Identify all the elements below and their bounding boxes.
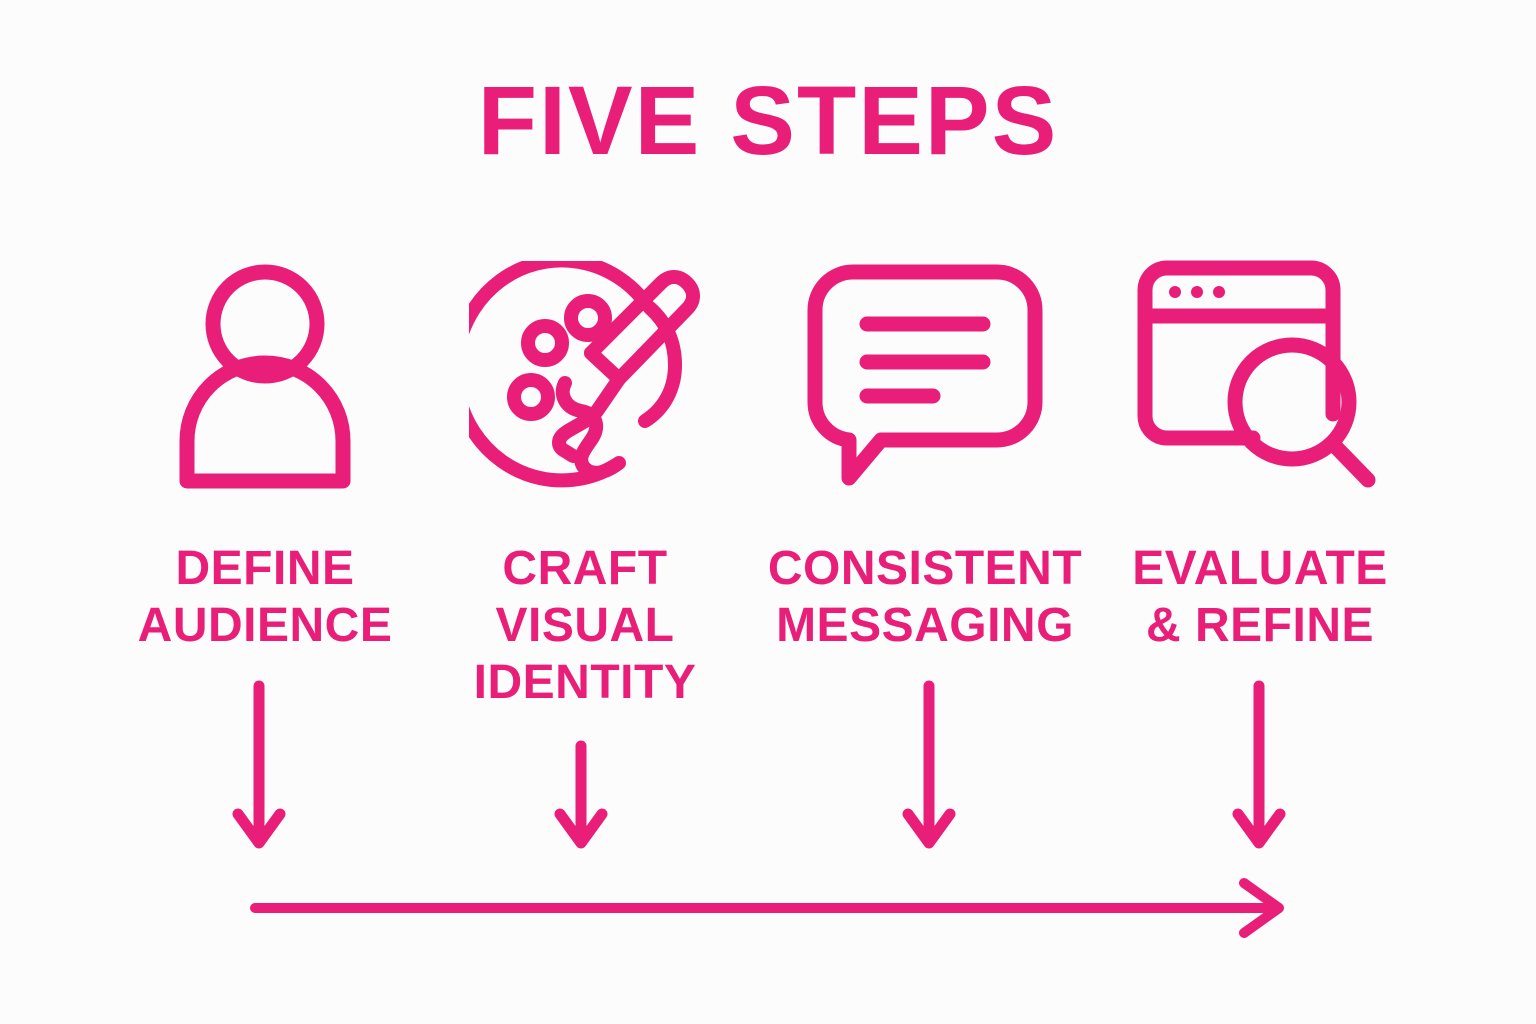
arrow-down-icon bbox=[1230, 680, 1288, 856]
step-1-label: DEFINE AUDIENCE bbox=[137, 542, 393, 652]
arrow-right-icon bbox=[248, 878, 1288, 945]
person-icon bbox=[165, 261, 365, 496]
step-3-label: CONSISTENT MESSAGING bbox=[767, 542, 1083, 652]
step-2-icon-wrap bbox=[425, 252, 745, 498]
arrow-down-icon bbox=[552, 740, 610, 856]
arrow-down-icon bbox=[900, 680, 958, 856]
browser-search-icon bbox=[1135, 258, 1385, 498]
step-3: CONSISTENT MESSAGING bbox=[765, 258, 1085, 654]
arrow-down-icon bbox=[230, 680, 288, 856]
speech-bubble-icon bbox=[805, 262, 1045, 495]
arrow-down-4 bbox=[1230, 680, 1288, 857]
step-4: EVALUATE & REFINE bbox=[1100, 258, 1420, 654]
step-4-icon-wrap bbox=[1100, 258, 1420, 498]
arrow-down-3 bbox=[900, 680, 958, 857]
step-4-label: EVALUATE & REFINE bbox=[1132, 542, 1388, 652]
palette-brush-icon bbox=[448, 252, 701, 496]
timeline-arrow bbox=[248, 875, 1288, 946]
arrow-down-1 bbox=[230, 680, 288, 857]
step-1: DEFINE AUDIENCE bbox=[105, 258, 425, 654]
step-1-icon-wrap bbox=[105, 258, 425, 498]
arrow-down-2 bbox=[552, 740, 610, 857]
step-3-icon-wrap bbox=[765, 258, 1085, 498]
page-title: FIVE STEPS bbox=[477, 66, 1059, 175]
step-2-label: CRAFT VISUAL IDENTITY bbox=[473, 542, 697, 709]
step-2: CRAFT VISUAL IDENTITY bbox=[425, 252, 745, 711]
